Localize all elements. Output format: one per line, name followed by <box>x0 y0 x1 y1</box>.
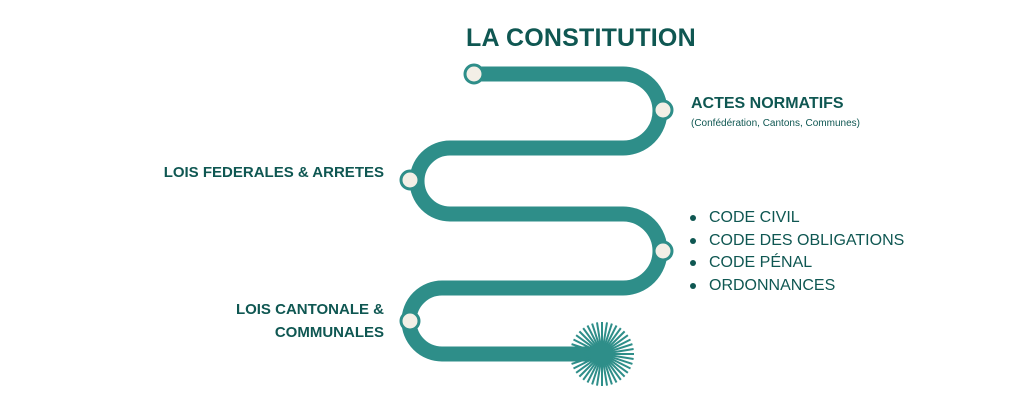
starburst-ray <box>591 323 601 346</box>
starburst-ray <box>610 355 633 365</box>
node-codes <box>652 240 674 262</box>
starburst-ray <box>578 330 597 349</box>
starburst-ray <box>602 362 608 386</box>
starburst-ray <box>570 354 594 360</box>
starburst-ray <box>578 359 597 378</box>
starburst-ray <box>605 325 618 347</box>
codes-list: CODE CIVIL CODE DES OBLIGATIONS CODE PÉN… <box>688 207 904 297</box>
starburst-ray <box>610 348 634 354</box>
diagram-title: LA CONSTITUTION <box>466 24 696 52</box>
starburst-ray <box>575 358 596 374</box>
starburst-ray <box>603 362 613 385</box>
actes-normatifs-sublabel: (Confédération, Cantons, Communes) <box>691 118 860 129</box>
starburst-ray <box>606 360 622 381</box>
starburst-ray <box>610 354 634 360</box>
list-item-code-obligations: CODE DES OBLIGATIONS <box>688 230 904 253</box>
lois-cantonale-line1: LOIS CANTONALE & <box>235 301 384 318</box>
winding-path <box>401 66 668 362</box>
starburst-ray <box>591 362 601 385</box>
starburst-ray <box>582 327 598 348</box>
starburst-ray <box>609 338 631 351</box>
starburst-ray <box>605 361 618 383</box>
starburst-ray <box>596 322 602 346</box>
starburst-ray <box>573 338 595 351</box>
starburst-ray <box>607 330 626 349</box>
starburst-ray <box>573 357 595 370</box>
lois-federales-label: LOIS FEDERALES & ARRETES <box>163 164 384 181</box>
starburst-ray <box>606 327 622 348</box>
lois-cantonale-label: LOIS CANTONALE & COMMUNALES <box>236 298 384 344</box>
starburst-ray <box>571 355 594 365</box>
actes-normatifs-label: ACTES NORMATIFS <box>691 95 844 112</box>
starburst-ray <box>602 322 608 346</box>
starburst-ray <box>575 334 596 350</box>
starburst-center <box>590 342 614 366</box>
starburst-ray <box>610 343 633 353</box>
starburst-ray <box>586 361 599 383</box>
starburst-ray <box>609 357 631 370</box>
starburst-ray <box>571 343 594 353</box>
starburst-ray <box>607 359 626 378</box>
node-cantonale <box>399 310 421 332</box>
node-start <box>463 63 485 85</box>
starburst-ray <box>608 334 629 350</box>
starburst-ray <box>586 325 599 347</box>
list-item-code-penal: CODE PÉNAL <box>688 252 904 275</box>
starburst-ray <box>596 362 602 386</box>
starburst-ray <box>608 358 629 374</box>
lois-cantonale-line2: COMMUNALES <box>274 324 384 341</box>
node-federales <box>399 169 421 191</box>
starburst-icon <box>570 322 634 386</box>
starburst-ray <box>570 348 594 354</box>
list-item-code-civil: CODE CIVIL <box>688 207 904 230</box>
list-item-ordonnances: ORDONNANCES <box>688 275 904 298</box>
starburst-ray <box>582 360 598 381</box>
starburst-ray <box>603 323 613 346</box>
node-actes <box>652 99 674 121</box>
